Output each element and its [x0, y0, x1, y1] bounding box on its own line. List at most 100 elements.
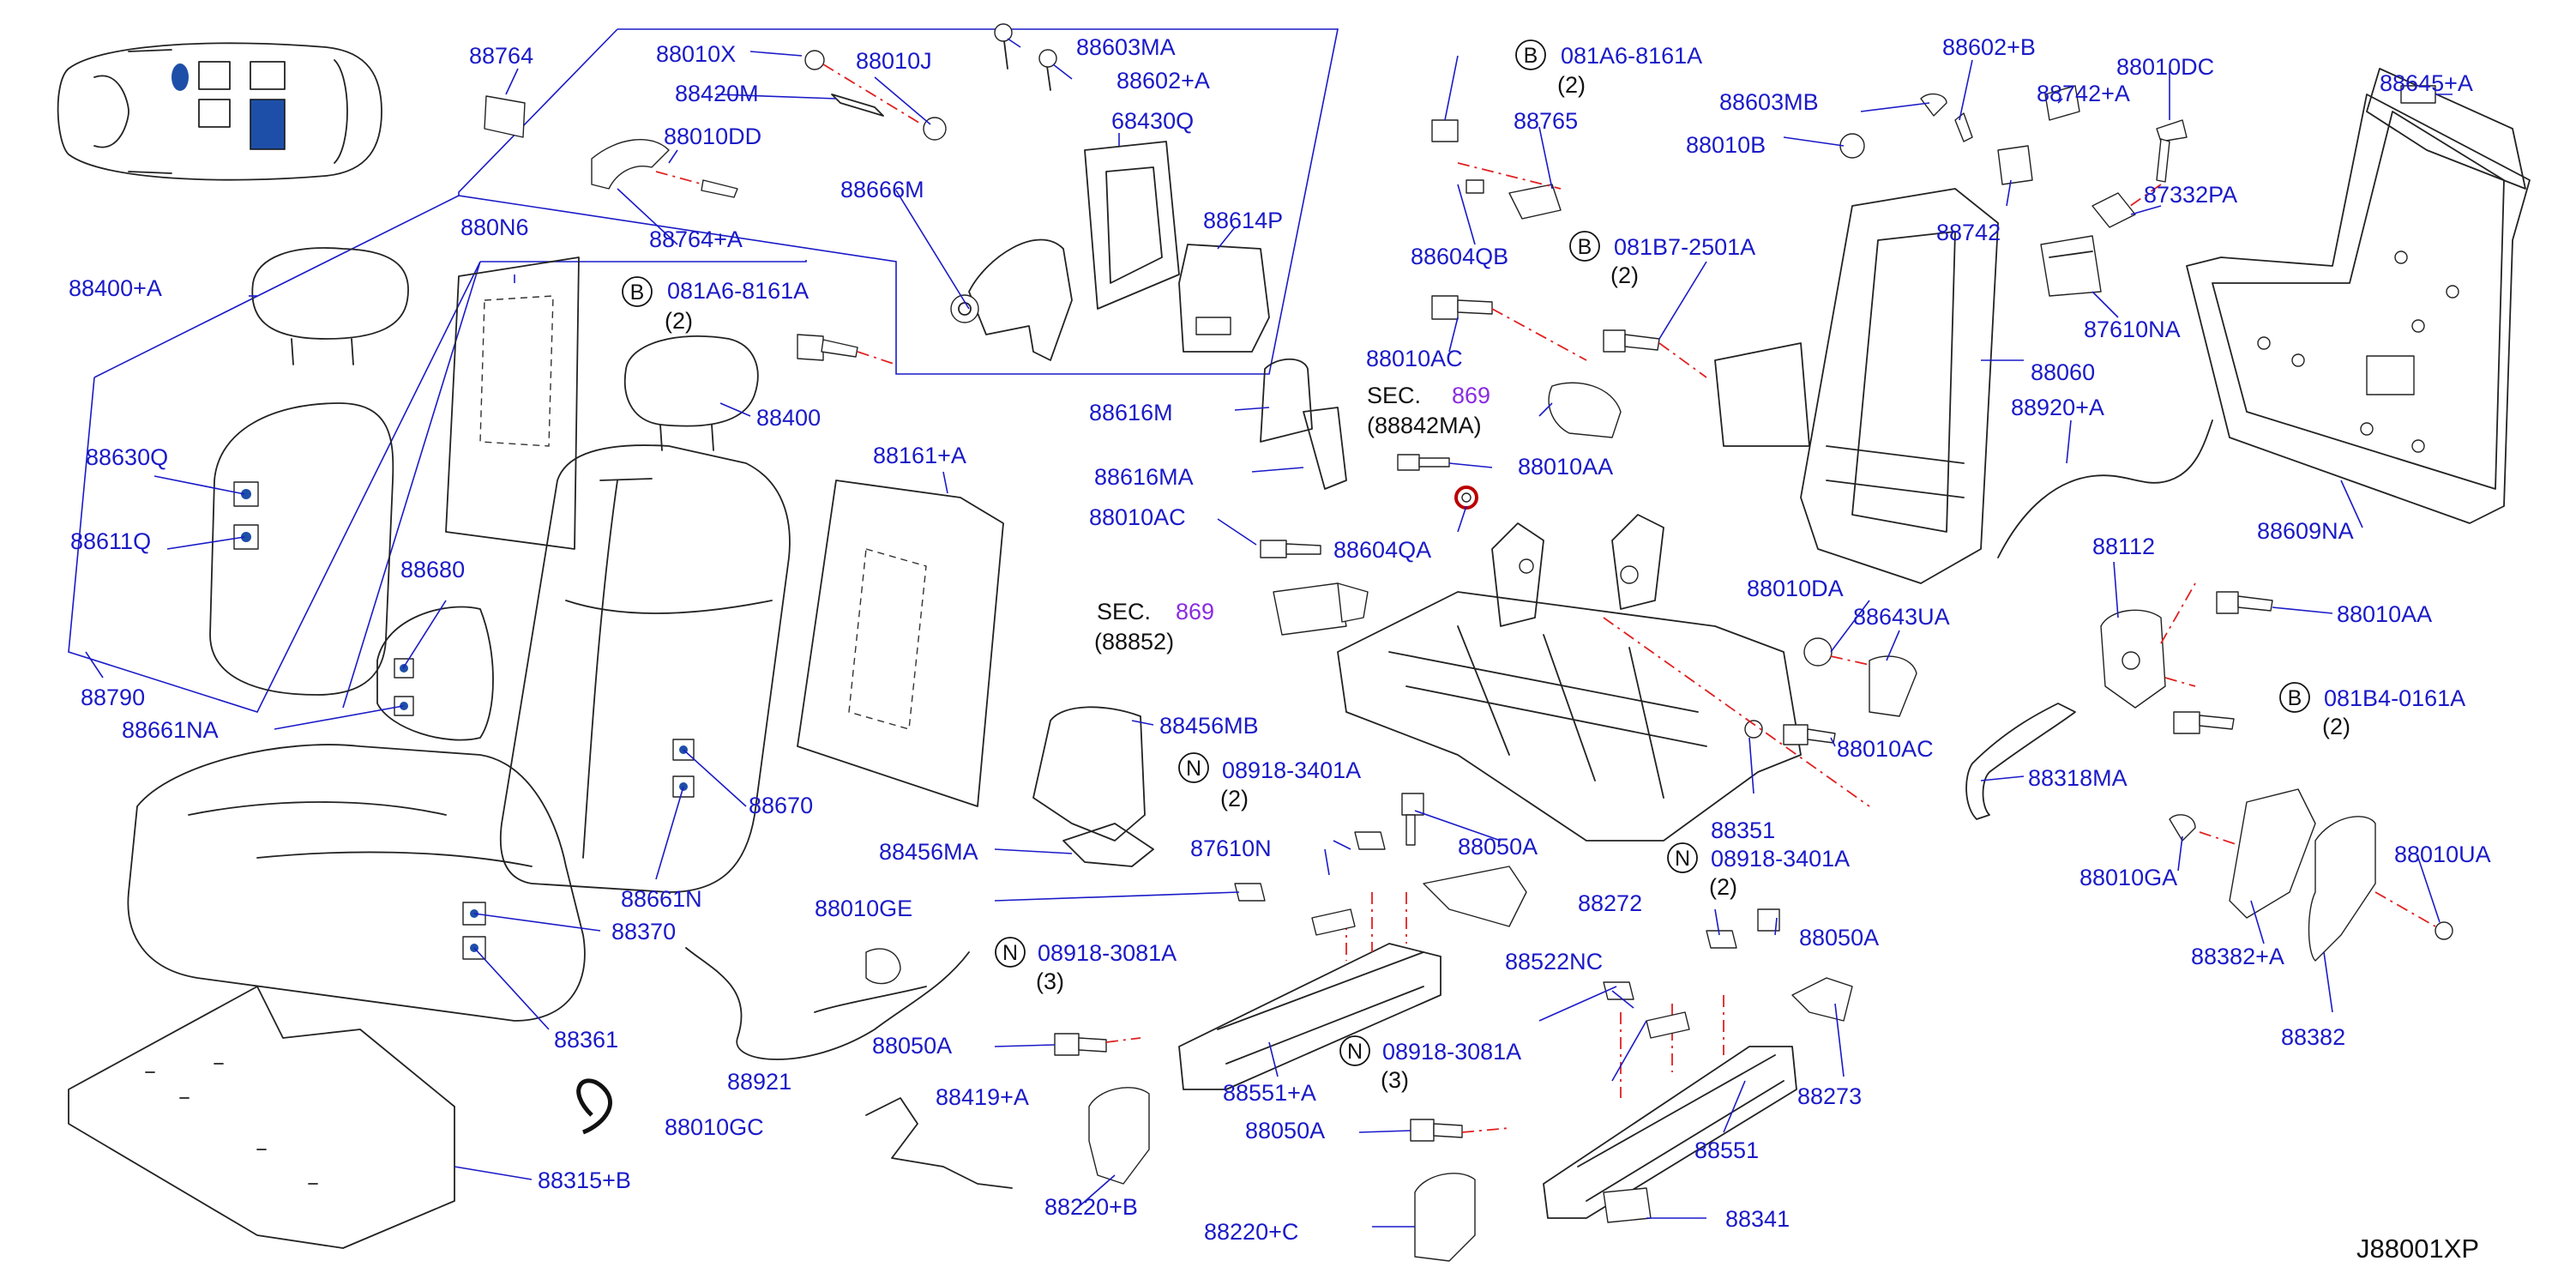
section-number: 869	[1176, 599, 1214, 624]
part-label: 88315+B	[538, 1167, 631, 1193]
part-label: 88112	[2092, 534, 2155, 559]
cable-88920A	[1997, 419, 2213, 558]
part-label: 88456MB	[1159, 713, 1259, 739]
part-label: 88010AA	[2337, 601, 2432, 627]
part-label: 88370	[611, 919, 676, 944]
release-cable-88921	[685, 947, 970, 1060]
part-label: 08918-3401A	[1222, 757, 1361, 783]
part-label: 88522NC	[1505, 949, 1603, 974]
part-label: 081B7-2501A	[1614, 234, 1755, 260]
part-label: 87610NA	[2084, 317, 2181, 342]
hardware-lower	[1054, 793, 1780, 1142]
back-board-880N6	[445, 256, 580, 550]
part-label: 88604QB	[1411, 244, 1508, 269]
back-board-88161A	[797, 480, 1004, 807]
bolt-marker-b	[622, 276, 653, 307]
part-label: 88010DC	[2116, 54, 2214, 80]
part-label: 88611Q	[70, 528, 151, 554]
part-label: 88400	[756, 405, 821, 431]
rod-88419A	[865, 1097, 1013, 1189]
side-bolster-88680	[376, 606, 494, 741]
bolt-marker-b-text: B	[1524, 44, 1538, 68]
bolt-081B4	[2173, 711, 2235, 734]
bolt-marker-b-text: B	[1578, 235, 1592, 259]
part-label: 88661NA	[122, 717, 219, 743]
nut-marker-n	[1339, 1035, 1370, 1066]
bolt-88010AC-left	[1260, 540, 1321, 558]
section-prefix: SEC.	[1367, 383, 1421, 408]
part-label: 88010GA	[2079, 865, 2177, 890]
part-label: 88742+A	[2037, 81, 2130, 106]
part-label: 88742	[1936, 220, 2001, 245]
part-label: 88764+A	[649, 226, 743, 252]
part-label: 88604QA	[1333, 537, 1431, 563]
part-label: 88920+A	[2011, 395, 2104, 420]
quantity-label: (2)	[665, 308, 693, 334]
part-label: 88220+B	[1044, 1194, 1138, 1220]
panel-88645A	[2366, 68, 2526, 190]
section-reference: (88852)	[1094, 629, 1174, 655]
leader-lines	[85, 38, 2453, 1228]
bolt-88010AA-right	[2216, 591, 2273, 614]
part-label: 880N6	[460, 214, 529, 240]
seat-base-frame	[1337, 514, 1870, 842]
clip-ring-88010GC	[576, 1078, 612, 1135]
nut-marker-n-text: N	[1675, 847, 1690, 871]
part-label: 88670	[749, 793, 813, 818]
cover-88382	[2169, 788, 2453, 962]
section-number: 869	[1452, 383, 1490, 408]
panel-68430Q	[1084, 141, 1180, 310]
quantity-label: (2)	[1610, 262, 1639, 288]
part-label: 88551	[1694, 1137, 1759, 1163]
diagram-id-code: J88001XP	[2356, 1234, 2479, 1264]
part-label: 88341	[1725, 1206, 1790, 1232]
seat-back-main	[499, 444, 791, 893]
floor-mat	[68, 986, 455, 1249]
part-label: 88050A	[1458, 834, 1538, 860]
part-label: 88050A	[872, 1033, 952, 1059]
part-label: 88603MA	[1076, 34, 1176, 60]
part-label: 88060	[2031, 359, 2095, 385]
part-label: 88764	[469, 43, 533, 69]
washer-88604QA	[1454, 486, 1478, 510]
part-label: 88318MA	[2028, 765, 2128, 791]
part-label: 88765	[1514, 108, 1578, 134]
bolt-88010AC-lower	[1783, 724, 1836, 745]
part-label: 88010GE	[815, 896, 912, 921]
cover-88456	[1032, 706, 1154, 867]
part-label: 88456MA	[879, 839, 978, 865]
part-label: 88010AA	[1518, 454, 1613, 480]
part-label: 88010GC	[665, 1114, 764, 1140]
part-label: 08918-3081A	[1038, 940, 1177, 966]
part-label: 88272	[1578, 890, 1642, 916]
part-label: 88161+A	[873, 443, 966, 468]
part-label: 88010AC	[1366, 346, 1463, 371]
section-prefix: SEC.	[1097, 599, 1151, 624]
nut-marker-n-text: N	[1347, 1040, 1363, 1064]
part-label: 88010J	[856, 48, 932, 74]
nut-marker-n	[1667, 842, 1698, 873]
part-labels: 88764 88010X 88010J 88603MA 88602+A 8842…	[69, 34, 2491, 1264]
part-label: 88680	[400, 557, 465, 582]
nut-marker-n-text: N	[1002, 941, 1018, 965]
part-label: 68430Q	[1111, 108, 1194, 134]
part-label: 88010UA	[2394, 842, 2491, 867]
part-label: 88602+A	[1116, 68, 1210, 94]
quantity-label: (3)	[1036, 968, 1064, 994]
nut-marker-n	[995, 937, 1026, 968]
part-label: 87332PA	[2144, 182, 2237, 208]
seat-back-panel-left	[209, 402, 394, 696]
bolt-081B7	[1603, 329, 1707, 378]
seat-rail-right	[1543, 995, 1797, 1219]
bolt-marker-b	[2279, 682, 2310, 713]
bolt-88010AA-center	[1397, 454, 1450, 471]
quantity-label: (2)	[1709, 874, 1737, 900]
part-label: 88645+A	[2380, 70, 2473, 96]
quantity-label: (3)	[1381, 1067, 1409, 1093]
part-label: 88666M	[840, 177, 924, 202]
trim-88318MA	[1965, 703, 2076, 820]
part-label: 081B4-0161A	[2324, 685, 2465, 711]
section-reference: (88842MA)	[1367, 413, 1482, 438]
clip-87332PA	[2091, 192, 2136, 228]
part-label: 88050A	[1799, 925, 1879, 950]
